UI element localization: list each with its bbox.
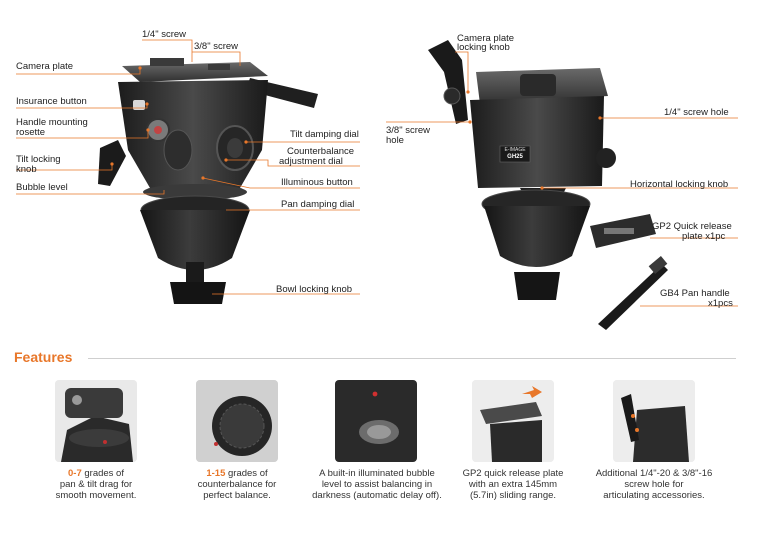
label-plate-locking-1: Camera plate — [457, 33, 515, 44]
feature-line1-bubble: A built-in illuminated bubble — [319, 468, 435, 479]
head-badge-model: GH25 — [507, 154, 523, 160]
label-gb4-1: GB4 Pan handle — [660, 288, 730, 299]
label-gp2-2: plate x1pc — [682, 231, 726, 242]
label-screw-hole-38-2: hole — [386, 135, 404, 146]
feature-caption-plate: GP2 quick release plate with an extra 14… — [448, 468, 578, 501]
label-illuminous-button: Illuminous button — [281, 177, 353, 188]
feature-line1-plate: GP2 quick release plate — [462, 468, 564, 479]
label-camera-plate: Camera plate — [16, 61, 74, 72]
feature-thumb-screw-hole — [613, 380, 695, 462]
label-gp2-1: GP2 Quick release — [652, 221, 732, 232]
features-divider — [88, 358, 736, 359]
feature-line3-counterbalance: perfect balance. — [203, 490, 271, 501]
feature-line3-bubble: darkness (automatic delay off). — [312, 490, 442, 501]
feature-highlight-drag: 0-7 — [68, 468, 82, 479]
label-gb4-2: x1pcs — [708, 298, 733, 309]
feature-line2-plate: with an extra 145mm — [468, 479, 558, 490]
label-handle-rosette-2: rosette — [16, 127, 46, 138]
feature-thumb-counterbalance — [196, 380, 278, 462]
label-tilt-damping: Tilt damping dial — [290, 129, 359, 140]
label-handle-rosette-1: Handle mounting — [16, 117, 88, 128]
features-title: Features — [14, 349, 73, 365]
feature-line1-drag: grades of — [81, 468, 124, 479]
label-counterbalance-1: Counterbalance — [287, 146, 355, 157]
feature-line2-bubble: level to assist balancing in — [321, 479, 433, 490]
feature-thumb-bubble — [335, 380, 417, 462]
label-quarter-screw: 1/4" screw — [142, 29, 187, 40]
feature-line1-counterbalance: grades of — [225, 468, 268, 479]
head-badge-brand: E-IMAGE — [504, 147, 526, 153]
feature-caption-drag: 0-7 grades of pan & tilt drag for smooth… — [31, 468, 161, 501]
feature-thumb-plate — [472, 380, 554, 462]
label-tilt-locking-2: knob — [16, 164, 37, 175]
label-pan-damping: Pan damping dial — [281, 199, 355, 210]
label-screw-hole-38-1: 3/8" screw — [386, 125, 431, 136]
feature-line3-plate: (5.7in) sliding range. — [469, 490, 557, 501]
feature-caption-counterbalance: 1-15 grades of counterbalance for perfec… — [172, 468, 302, 501]
feature-caption-screw-hole: Additional 1/4"-20 & 3/8"-16 screw hole … — [589, 468, 719, 501]
feature-line2-screw-hole: screw hole for — [624, 479, 684, 490]
label-counterbalance-2: adjustment dial — [279, 156, 343, 167]
left-fluid-head-illustration — [16, 39, 738, 330]
label-plate-locking-2: locking knob — [457, 42, 510, 53]
label-three-eighth-screw: 3/8" screw — [194, 41, 239, 52]
feature-line3-drag: smooth movement. — [55, 490, 137, 501]
feature-line2-drag: pan & tilt drag for — [59, 479, 133, 490]
feature-line3-screw-hole: articulating accessories. — [603, 490, 705, 501]
label-screw-hole-14: 1/4" screw hole — [664, 107, 729, 118]
feature-caption-bubble: A built-in illuminated bubble level to a… — [306, 468, 448, 501]
label-bowl-locking: Bowl locking knob — [276, 284, 353, 295]
label-bubble-level: Bubble level — [16, 182, 68, 193]
label-tilt-locking-1: Tilt locking — [16, 154, 61, 165]
label-insurance-button: Insurance button — [16, 96, 87, 107]
label-horizontal-locking: Horizontal locking knob — [630, 179, 729, 190]
feature-line1-screw-hole: Additional 1/4"-20 & 3/8"-16 — [595, 468, 713, 479]
feature-highlight-counterbalance: 1-15 — [206, 468, 226, 479]
feature-thumb-drag — [55, 380, 137, 462]
feature-line2-counterbalance: counterbalance for — [197, 479, 277, 490]
